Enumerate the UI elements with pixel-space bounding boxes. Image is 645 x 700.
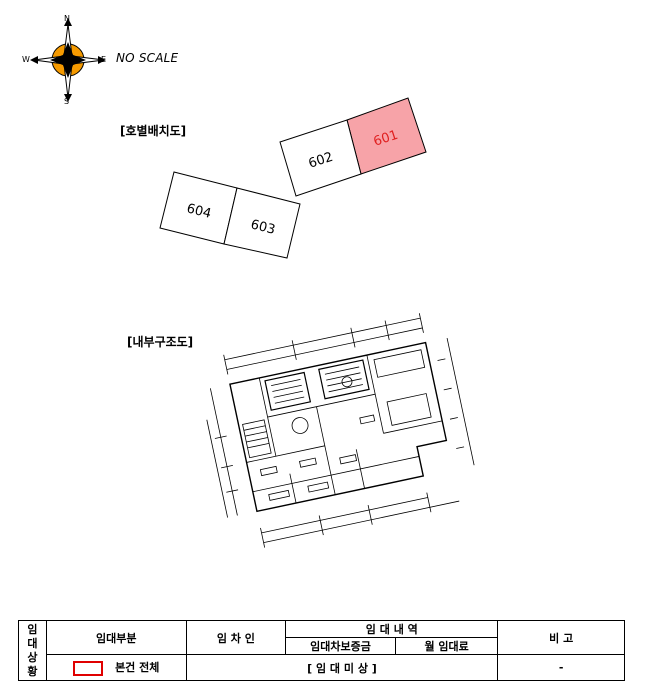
unit-label-601: 601 (372, 128, 400, 150)
compass-east-label: E (101, 55, 107, 64)
lease-status-side-label: 임 대 상 황 (18, 620, 47, 681)
compass-rose-icon (30, 18, 106, 102)
unit-label-604: 604 (185, 201, 213, 222)
legend-red-box-icon (73, 660, 104, 676)
unit-604[interactable]: 604 (159, 171, 238, 245)
lease-details-header: 임 대 내 역 (285, 620, 499, 638)
compass-south-label: S (64, 97, 70, 106)
tenant-header: 임 차 인 (185, 620, 287, 655)
leased-part-header: 임대부분 (45, 620, 187, 655)
unit-601[interactable]: 601 (346, 97, 427, 175)
unit-plan-title: [호별배치도] (120, 124, 187, 138)
deposit-header: 임대차보증금 (285, 637, 396, 655)
unit-603[interactable]: 603 (223, 187, 301, 259)
leased-part-cell: 본건 전체 (45, 654, 187, 681)
unit-label-602: 602 (307, 150, 335, 172)
monthly-rent-header: 월 임대료 (394, 637, 499, 655)
leased-part-value: 본건 전체 (115, 661, 160, 675)
floor-plan-title: [내부구조도] (127, 335, 194, 349)
unit-602[interactable]: 602 (279, 119, 362, 197)
remarks-header: 비 고 (497, 620, 625, 655)
lease-status-table: 임 대 상 황 임대부분 임 차 인 임 대 내 역 비 고 임대차보증금 월 … (18, 620, 625, 681)
compass-north-label: N (64, 14, 70, 23)
tenant-status-cell: [ 임 대 미 상 ] (185, 654, 499, 681)
unit-label-603: 603 (249, 217, 277, 238)
remarks-cell: - (497, 654, 625, 681)
compass-west-label: W (22, 55, 30, 64)
floor-plan-drawing (206, 313, 475, 548)
scale-note: NO SCALE (116, 51, 179, 65)
unit-plan-diagram: 601 602 604 603 (159, 97, 427, 259)
